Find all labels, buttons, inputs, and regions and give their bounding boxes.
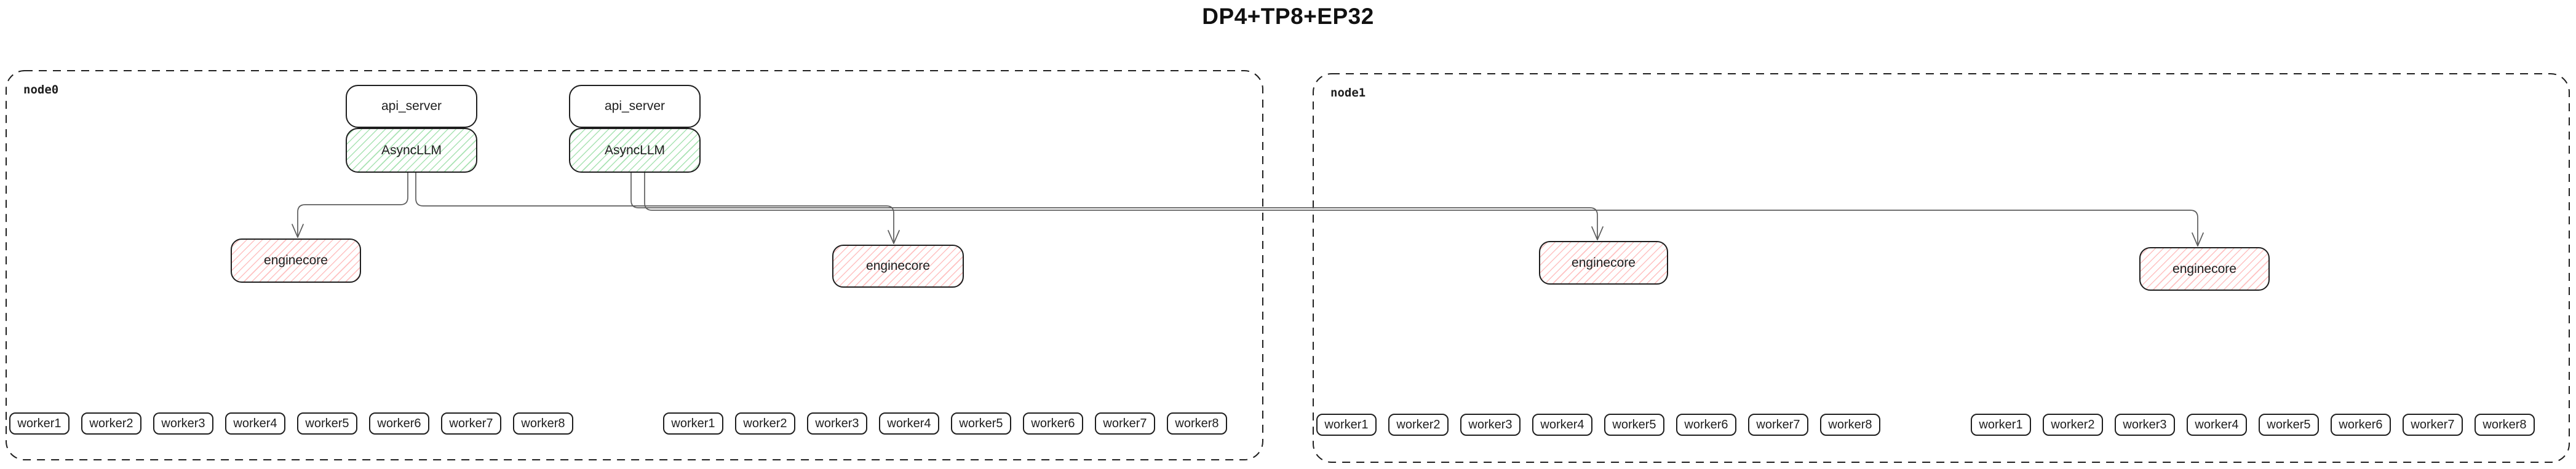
connector-arrowhead	[888, 230, 900, 244]
worker-box: worker7	[1095, 412, 1155, 435]
asyncllm-box: AsyncLLM	[346, 128, 477, 173]
connector-arrow	[644, 172, 2198, 246]
node0-label: node0	[23, 83, 59, 97]
node0-boundary	[6, 70, 1263, 460]
enginecore-box: enginecore	[832, 245, 964, 288]
worker-box: worker6	[2331, 414, 2391, 436]
worker-box: worker2	[81, 412, 141, 435]
worker-box: worker7	[2403, 414, 2463, 436]
worker-box: worker3	[1460, 414, 1521, 436]
diagram-title: DP4+TP8+EP32	[1202, 4, 1374, 29]
worker-box: worker8	[1820, 414, 1880, 436]
worker-box: worker4	[2187, 414, 2247, 436]
api-server-box: api_server	[346, 85, 477, 128]
worker-box: worker3	[2115, 414, 2175, 436]
worker-box: worker7	[1748, 414, 1808, 436]
asyncllm-box: AsyncLLM	[569, 128, 701, 173]
connector-arrowhead	[1591, 226, 1604, 240]
worker-box: worker8	[1167, 412, 1227, 435]
connector-arrow	[630, 172, 1598, 240]
enginecore-box: enginecore	[2139, 247, 2270, 291]
worker-box: worker4	[879, 412, 939, 435]
worker-box: worker5	[951, 412, 1011, 435]
worker-box: worker1	[1971, 414, 2031, 436]
worker-box: worker2	[2043, 414, 2103, 436]
worker-box: worker5	[297, 412, 357, 435]
api-server-box: api_server	[569, 85, 701, 128]
worker-box: worker8	[513, 412, 573, 435]
worker-box: worker1	[663, 412, 723, 435]
worker-box: worker6	[1023, 412, 1083, 435]
worker-box: worker2	[1388, 414, 1449, 436]
enginecore-box: enginecore	[1539, 241, 1668, 285]
connector-arrowhead	[292, 224, 304, 238]
worker-box: worker1	[1316, 414, 1377, 436]
connector-arrowhead	[2192, 232, 2204, 246]
node1-boundary	[1313, 73, 2570, 463]
worker-box: worker7	[441, 412, 501, 435]
worker-box: worker3	[153, 412, 213, 435]
worker-box: worker5	[1604, 414, 1664, 436]
worker-box: worker1	[9, 412, 70, 435]
worker-box: worker8	[2475, 414, 2535, 436]
node1-label: node1	[1330, 86, 1366, 100]
connector-arrow	[297, 171, 408, 238]
worker-box: worker6	[1676, 414, 1736, 436]
worker-box: worker4	[1532, 414, 1592, 436]
worker-box: worker3	[807, 412, 867, 435]
worker-box: worker5	[2259, 414, 2319, 436]
worker-box: worker6	[369, 412, 429, 435]
worker-box: worker4	[225, 412, 285, 435]
enginecore-box: enginecore	[231, 238, 361, 283]
worker-box: worker2	[735, 412, 795, 435]
